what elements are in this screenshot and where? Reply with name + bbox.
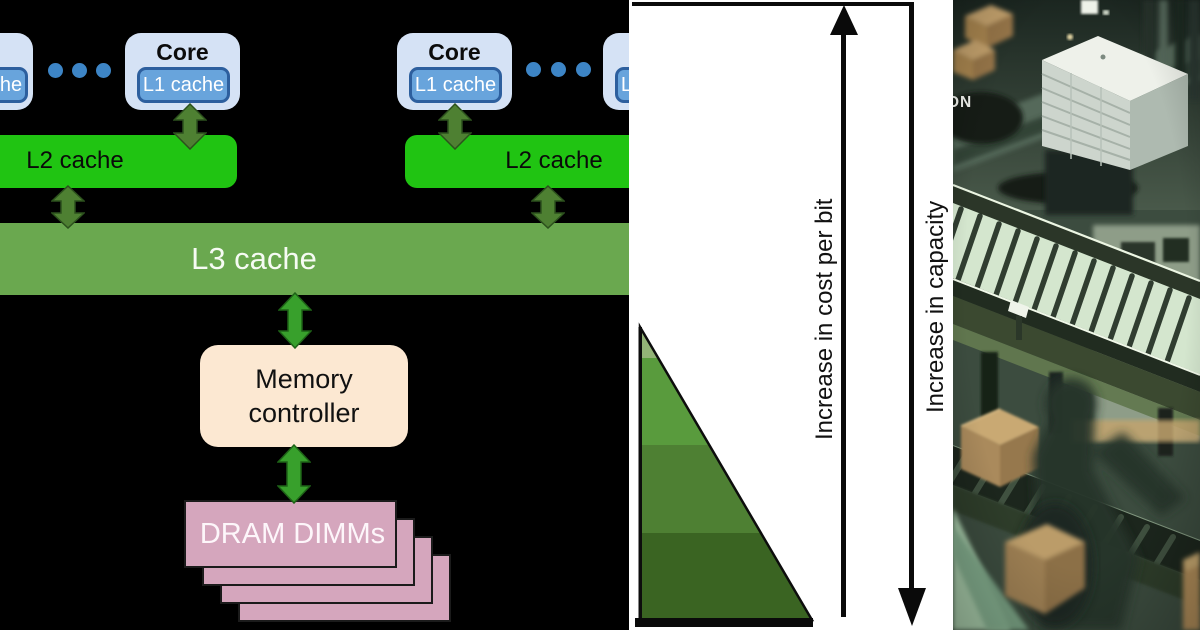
arrow-l2-l3 (51, 185, 85, 229)
arrow-l1-l2 (438, 103, 472, 150)
l1-cache-label: L1 cache (142, 73, 225, 96)
l1-cache-box: L1 cache (0, 67, 28, 103)
cost-axis-label: Increase in cost per bit (811, 198, 838, 440)
l3-cache-bar (0, 223, 629, 295)
cost-arrow-head-icon (830, 5, 858, 35)
memory-controller-box: Memory controller (200, 345, 408, 447)
memory-controller-label-line1: Memory (255, 364, 353, 394)
cache-hierarchy-diagram: L1 cache Core L1 cache Core L1 cache L1 … (0, 33, 629, 622)
ellipsis-dot (576, 62, 591, 77)
l2-cache-label: L2 cache (26, 147, 124, 174)
l1-cache-box: L1 cache (409, 67, 502, 103)
top-connector-bar (632, 2, 914, 6)
core-box-partial-left: L1 cache (0, 33, 34, 111)
core-box-2: Core L1 cache (397, 33, 512, 110)
l1-cache-label: L1 cache (620, 73, 629, 96)
ellipsis-dot (72, 63, 87, 78)
core-box-partial-right: L1 cache (603, 33, 629, 111)
l1-cache-box: L1 cache (137, 67, 230, 103)
arrow-l2-l3 (531, 185, 565, 229)
memory-controller-label-line2: controller (248, 398, 360, 428)
dram-dimms-label: DRAM DIMMs (199, 518, 386, 550)
core-label: Core (428, 39, 481, 65)
l2-cache-bar-1 (0, 135, 237, 188)
capacity-arrow-line (909, 4, 914, 589)
dram-dimm-card-front: DRAM DIMMs (184, 500, 397, 568)
warehouse-photo: ON (953, 0, 1200, 630)
arrow-l1-l2 (173, 103, 207, 150)
core-box: L1 cache (603, 33, 629, 110)
capacity-arrow-head-icon (898, 588, 926, 626)
arrow-l3-memory-controller (278, 292, 312, 349)
l2-cache-bar-2 (405, 135, 629, 188)
l1-cache-label: L1 cache (414, 73, 497, 96)
l2-cache-label: L2 cache (505, 147, 603, 174)
cost-arrow-line (841, 33, 846, 617)
ellipsis-dot (526, 62, 541, 77)
core-box: L1 cache (0, 33, 33, 110)
ellipsis-dot (96, 63, 111, 78)
warehouse-photo-render: ON (953, 0, 1200, 630)
arrow-memory-controller-dram (277, 444, 311, 504)
l1-cache-label: L1 cache (0, 73, 23, 96)
memory-pyramid-panel: Increase in cost per bit Increase in cap… (629, 0, 953, 630)
core-box-1: Core L1 cache (125, 33, 240, 110)
capacity-axis-label: Increase in capacity (922, 200, 949, 413)
ellipsis-dot (551, 62, 566, 77)
core-label: Core (156, 39, 209, 65)
memory-pyramid-triangle (635, 322, 815, 627)
l3-cache-label: L3 cache (191, 241, 317, 276)
ellipsis-dot (48, 63, 63, 78)
l1-cache-box: L1 cache (615, 67, 629, 103)
